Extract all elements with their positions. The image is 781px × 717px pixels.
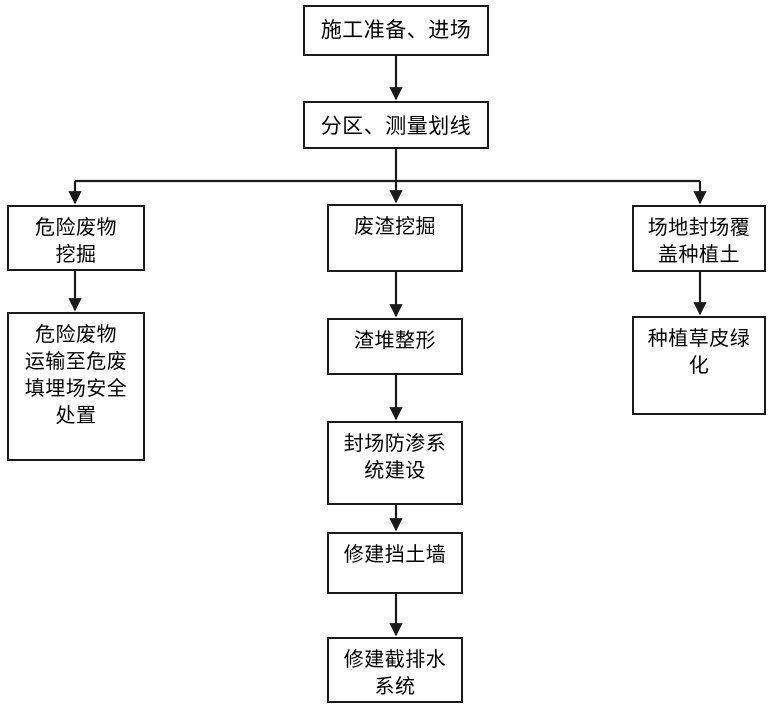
node-hazardous-waste-transport-disposal: 危险废物 运输至危废 填埋场安全 处置 (7, 312, 145, 461)
node-zoning-survey: 分区、测量划线 (303, 101, 489, 149)
node-turf-greening: 种植草皮绿 化 (632, 316, 766, 415)
node-label: 封场防渗系 统建设 (343, 431, 447, 482)
node-label: 危险废物 运输至危废 填埋场安全 处置 (24, 322, 128, 427)
node-site-closure-planting-soil: 场地封场覆 盖种植土 (632, 205, 766, 272)
node-retaining-wall: 修建挡土墙 (327, 532, 463, 594)
node-label: 种植草皮绿 化 (647, 326, 751, 377)
node-label: 危险废物 挖掘 (35, 215, 117, 266)
node-anti-seepage-system: 封场防渗系 统建设 (327, 421, 463, 505)
node-drainage-system: 修建截排水 系统 (327, 637, 463, 703)
node-label: 场地封场覆 盖种植土 (647, 215, 751, 266)
node-label: 修建挡土墙 (343, 542, 447, 566)
node-label: 废渣挖掘 (354, 214, 436, 238)
node-hazardous-waste-excavation: 危险废物 挖掘 (7, 205, 145, 271)
node-label: 分区、测量划线 (320, 114, 472, 138)
node-slag-pile-shaping: 渣堆整形 (327, 318, 463, 375)
node-label: 修建截排水 系统 (343, 647, 447, 698)
node-label: 施工准备、进场 (320, 18, 472, 42)
node-label: 渣堆整形 (354, 328, 436, 352)
node-construction-preparation: 施工准备、进场 (303, 5, 489, 56)
node-slag-excavation: 废渣挖掘 (327, 204, 463, 272)
